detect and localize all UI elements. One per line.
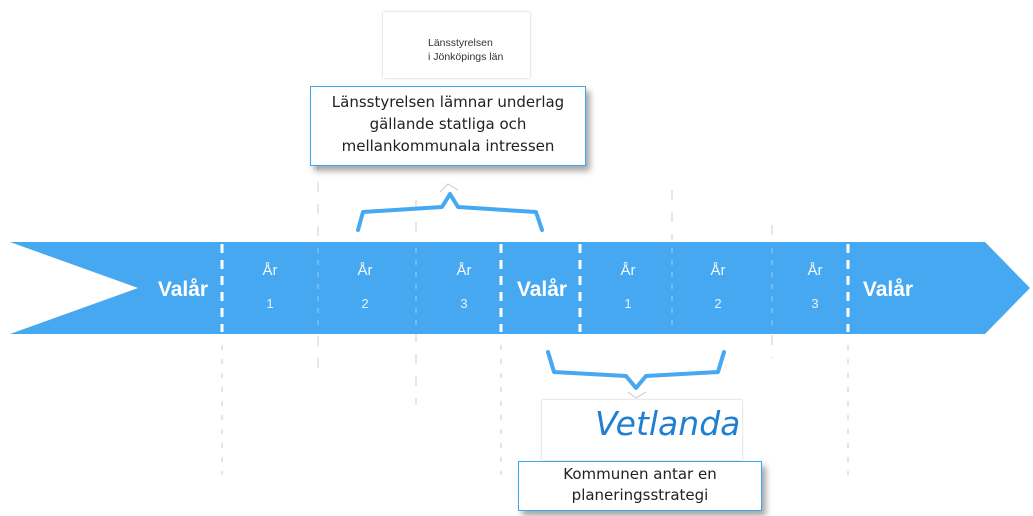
year-label: År: [262, 262, 278, 279]
lansstyrelsen-callout-text: Länsstyrelsen lämnar underlag gällande s…: [331, 93, 565, 155]
lansstyrelsen-logo-line2: i Jönköpings län: [428, 51, 504, 63]
election-year-label: Valår: [862, 278, 914, 301]
year-number: 2: [714, 296, 722, 311]
upper-brace: [356, 192, 544, 232]
brace-tip-mark: [627, 391, 647, 399]
year-label: År: [620, 262, 636, 279]
year-number: 3: [460, 296, 468, 311]
brace-tip-mark: [439, 183, 459, 193]
year-number: 2: [361, 296, 369, 311]
election-year-label: Valår: [157, 278, 209, 301]
vetlanda-logo-text: Vetlanda: [595, 404, 741, 443]
kommun-callout-text: Kommunen antar en planeringsstrategi: [563, 465, 717, 504]
year-label: År: [710, 262, 726, 279]
vetlanda-logo: [542, 400, 742, 460]
lansstyrelsen-callout: Länsstyrelsen lämnar underlag gällande s…: [310, 86, 586, 166]
year-number: 1: [624, 296, 632, 311]
year-number: 3: [811, 296, 819, 311]
year-number: 1: [266, 296, 274, 311]
lansstyrelsen-logo-line1: Länsstyrelsen: [428, 37, 493, 49]
timeline-arrow: [10, 242, 1030, 334]
election-year-label: Valår: [516, 278, 568, 301]
year-label: År: [357, 262, 373, 279]
year-label: År: [456, 262, 472, 279]
lansstyrelsen-logo: [383, 12, 530, 78]
guide-lines-lower: [221, 345, 849, 475]
kommun-callout: Kommunen antar en planeringsstrategi: [518, 461, 762, 511]
year-dividers-faint: [317, 248, 773, 330]
lower-brace: [546, 350, 726, 390]
year-label: År: [807, 262, 823, 279]
